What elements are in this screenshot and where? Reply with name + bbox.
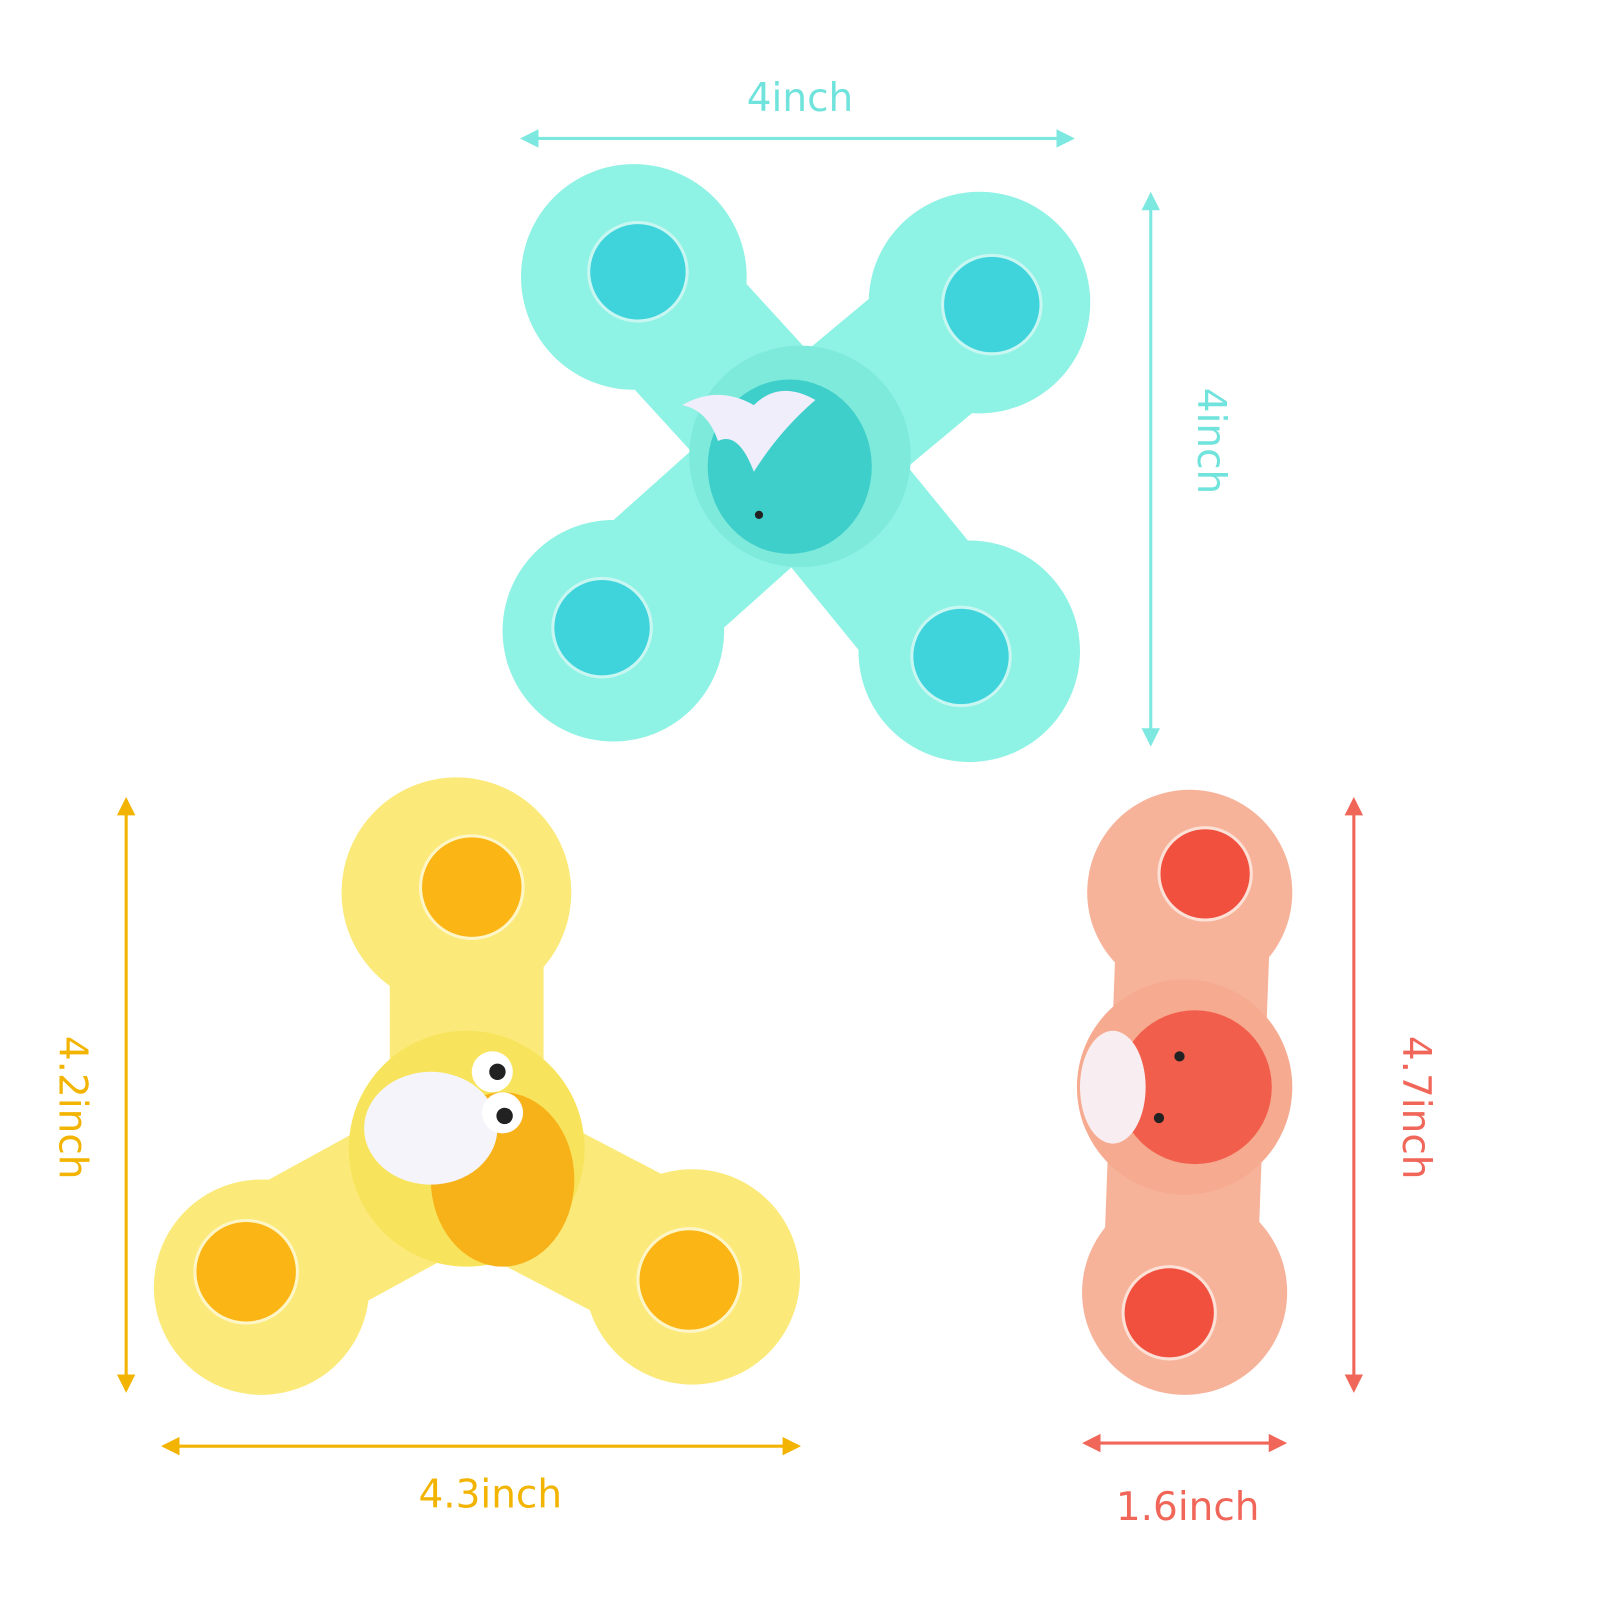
teal-width-label: 4inch [747, 76, 853, 121]
yellow-width-label: 4.3inch [418, 1473, 562, 1518]
pink-width-label: 1.6inch [1116, 1485, 1260, 1530]
yellow-spinner [153, 777, 800, 1395]
pink-height-label: 4.7inch [1393, 1036, 1438, 1180]
teal-spinner [502, 164, 1091, 763]
octopus-figure [1117, 1010, 1272, 1165]
teal-height-label: 4inch [1188, 388, 1233, 494]
yellow-height-label: 4.2inch [49, 1036, 94, 1180]
pink-spinner [1076, 789, 1293, 1395]
